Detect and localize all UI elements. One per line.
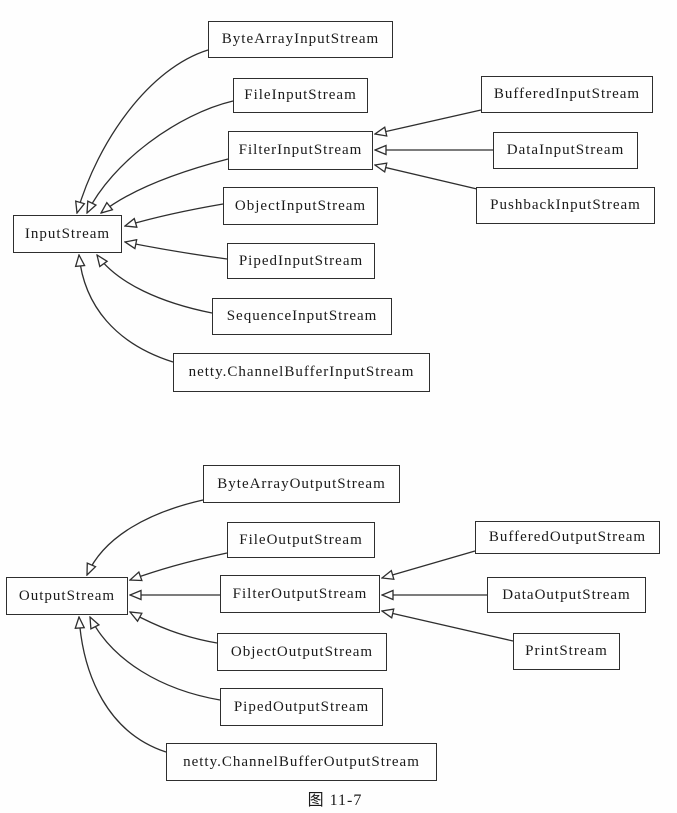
arrow-objectoutputstream-to-outputstream [130,612,218,644]
node-bufferedoutputstream: BufferedOutputStream [475,521,660,554]
arrow-bufferedinputstream-to-filterinputstream [375,109,482,134]
arrow-pipedinputstream-to-inputstream [125,242,228,260]
arrow-printstream-to-filteroutputstream [382,611,514,642]
node-bufferedinputstream: BufferedInputStream [481,76,653,113]
node-netty-channelbufferoutputstream: netty.ChannelBufferOutputStream [166,743,437,781]
arrow-pipedoutputstream-to-outputstream [90,617,221,701]
node-sequenceinputstream: SequenceInputStream [212,298,392,335]
node-pipedoutputstream: PipedOutputStream [220,688,383,726]
figure-caption: 图 11-7 [307,792,363,809]
node-dataoutputstream: DataOutputStream [487,577,646,613]
node-filteroutputstream: FilterOutputStream [220,575,380,613]
arrow-filterinputstream-to-inputstream [101,158,229,213]
arrow-bufferedoutputstream-to-filteroutputstream [382,550,476,578]
arrow-objectinputstream-to-inputstream [125,203,224,226]
node-fileinputstream: FileInputStream [233,78,368,113]
node-printstream: PrintStream [513,633,620,670]
node-bytearrayinputstream: ByteArrayInputStream [208,21,393,58]
node-datainputstream: DataInputStream [493,132,638,169]
node-pushbackinputstream: PushbackInputStream [476,187,655,224]
node-objectinputstream: ObjectInputStream [223,187,378,225]
arrow-nettychannelbufferoutputstream-to-outputstream [79,617,167,753]
arrow-nettychannelbufferinputstream-to-inputstream [79,255,174,363]
node-fileoutputstream: FileOutputStream [227,522,375,558]
node-netty-channelbufferinputstream: netty.ChannelBufferInputStream [173,353,430,392]
arrow-bytearrayoutputstream-to-outputstream [87,499,204,575]
arrow-fileoutputstream-to-outputstream [130,552,228,580]
arrow-bytearrayinputstream-to-inputstream [77,49,209,213]
arrow-sequenceinputstream-to-inputstream [97,255,213,314]
node-filterinputstream: FilterInputStream [228,131,373,170]
node-outputstream: OutputStream [6,577,128,615]
node-pipedinputstream: PipedInputStream [227,243,375,279]
node-bytearrayoutputstream: ByteArrayOutputStream [203,465,400,503]
arrow-pushbackinputstream-to-filterinputstream [375,165,478,190]
arrow-fileinputstream-to-inputstream [87,100,234,213]
node-inputstream: InputStream [13,215,122,253]
node-objectoutputstream: ObjectOutputStream [217,633,387,671]
